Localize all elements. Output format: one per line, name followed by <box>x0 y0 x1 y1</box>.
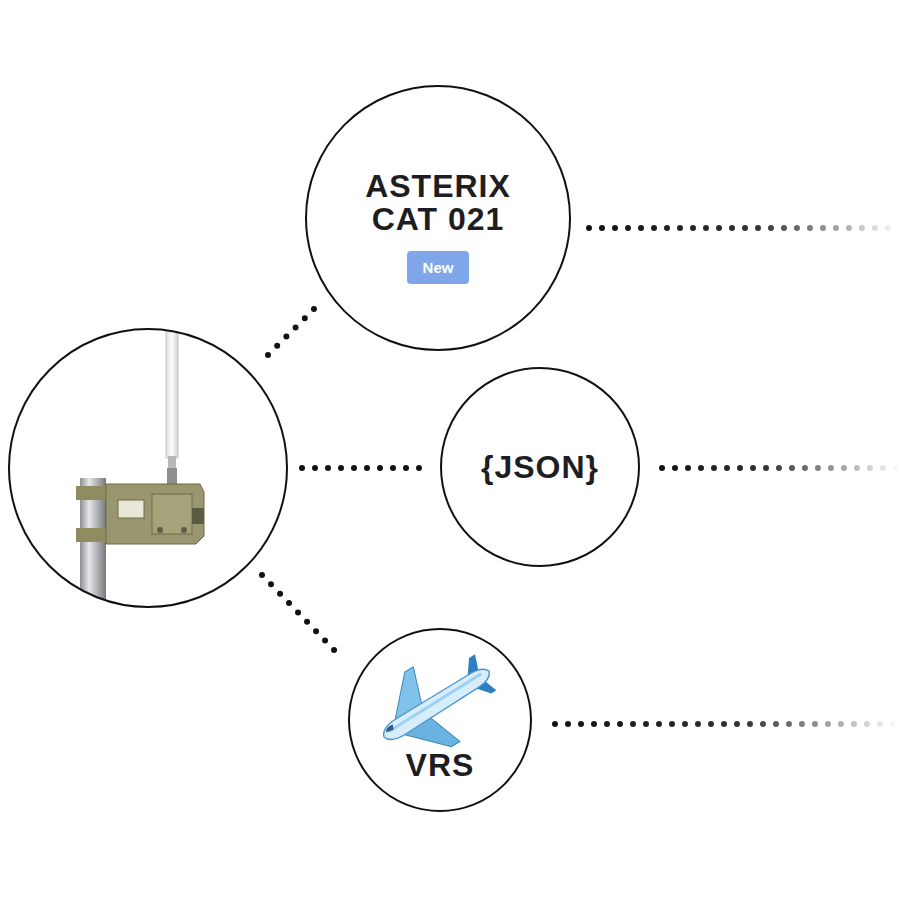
format-circle: {JSON} <box>440 367 640 567</box>
new-badge: New <box>407 251 470 284</box>
format-label: ASTERIX CAT 021 <box>338 170 538 235</box>
format-label: VRS <box>370 749 510 782</box>
format-label: {JSON} <box>455 451 625 484</box>
antenna-illustration <box>9 329 287 618</box>
format-circle: VRS <box>348 628 532 812</box>
format-circle: ASTERIX CAT 021New <box>305 85 571 351</box>
badge-text: New <box>423 259 454 276</box>
